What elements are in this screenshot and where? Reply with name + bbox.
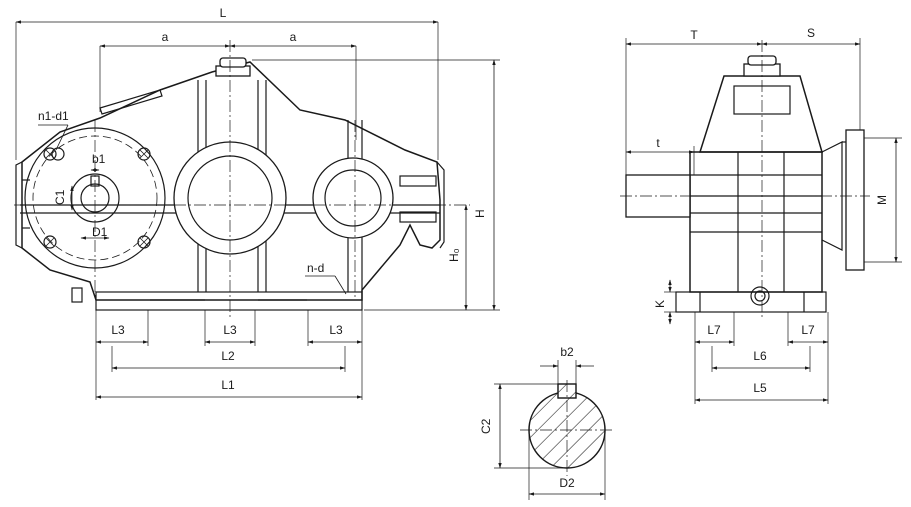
dim-S: S <box>807 26 815 40</box>
dim-L1: L1 <box>221 378 235 392</box>
label-D1: D1 <box>92 225 108 239</box>
shaft-dimensions: b2 C2 D2 <box>479 345 606 500</box>
dim-L7-right: L7 <box>801 323 815 337</box>
bolt-holes <box>43 147 151 249</box>
label-n1-d1: n1-d1 <box>38 109 69 123</box>
dim-L6: L6 <box>753 349 767 363</box>
dim-L3-right: L3 <box>329 323 343 337</box>
label-n-d: n-d <box>307 261 324 275</box>
dim-L3-mid: L3 <box>223 323 237 337</box>
front-view <box>14 40 470 320</box>
side-view-dimensions: T S t M K L7 L7 L6 L5 <box>625 26 902 404</box>
label-b1: b1 <box>92 152 106 166</box>
dim-T: T <box>690 28 698 42</box>
dim-L3-left: L3 <box>111 323 125 337</box>
dim-t: t <box>656 136 660 150</box>
dim-K: K <box>653 300 667 308</box>
dim-L2: L2 <box>221 349 235 363</box>
shaft-section <box>520 380 614 476</box>
dim-L7-left: L7 <box>707 323 721 337</box>
dim-H: H <box>473 209 487 218</box>
dim-a-right: a <box>290 30 297 44</box>
dim-C2: C2 <box>479 418 493 434</box>
dim-a-left: a <box>162 30 169 44</box>
dim-M: M <box>875 195 889 205</box>
side-view <box>620 40 870 320</box>
label-C1: C1 <box>53 189 67 205</box>
dim-H0: H₀ <box>447 248 461 262</box>
dim-D2: D2 <box>559 476 575 490</box>
dim-L: L <box>220 6 227 20</box>
dim-b2: b2 <box>560 345 574 359</box>
front-view-dimensions: L a a n1-d1 b1 C1 D1 H H₀ n-d <box>15 6 500 400</box>
dim-L5: L5 <box>753 381 767 395</box>
